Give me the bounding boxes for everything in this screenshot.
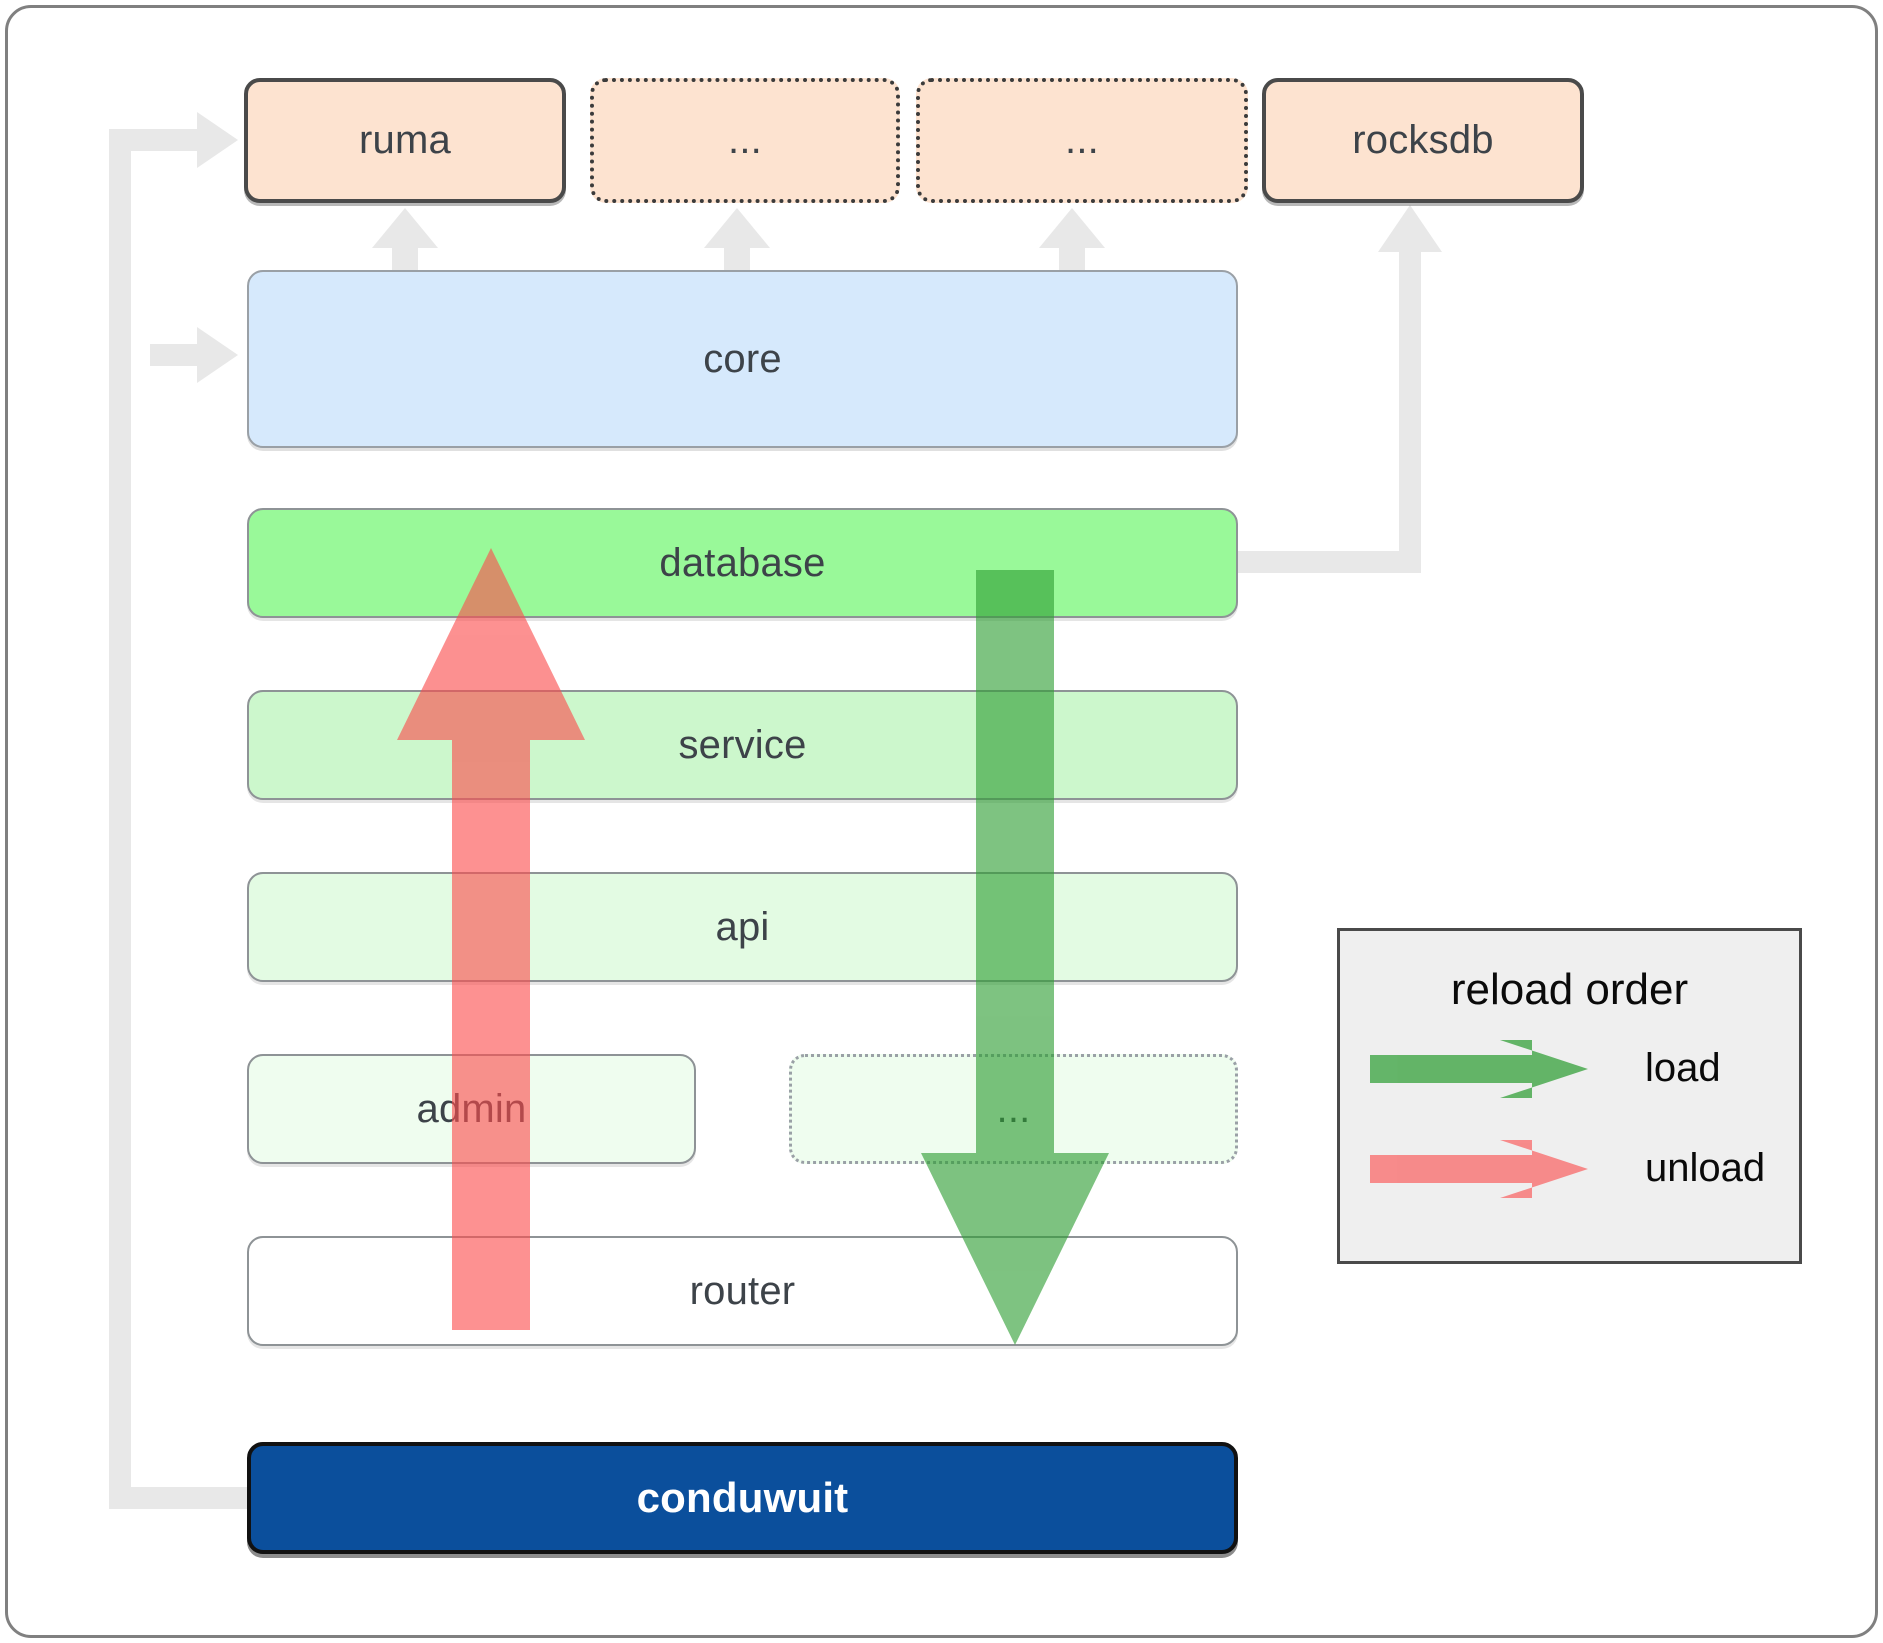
layer-box-api[interactable]: api bbox=[247, 872, 1238, 982]
dependency-label: ruma bbox=[359, 118, 451, 162]
legend-label-load: load bbox=[1645, 1046, 1721, 1090]
layer-label: api bbox=[715, 904, 770, 949]
core-box[interactable]: core bbox=[247, 270, 1238, 448]
binary-label: conduwuit bbox=[636, 1474, 849, 1521]
core-label: core bbox=[703, 336, 782, 381]
layer-label: ... bbox=[996, 1086, 1031, 1131]
layer-box-admin[interactable]: admin bbox=[247, 1054, 696, 1164]
dependency-box-rocksdb[interactable]: rocksdb bbox=[1262, 78, 1584, 203]
layer-label: database bbox=[659, 540, 826, 585]
dependency-box-dots-2[interactable]: ... bbox=[916, 78, 1248, 203]
dependency-label: rocksdb bbox=[1352, 118, 1494, 162]
diagram-frame bbox=[5, 5, 1878, 1638]
layer-box-database[interactable]: database bbox=[247, 508, 1238, 618]
layer-box-router[interactable]: router bbox=[247, 1236, 1238, 1346]
layer-box-service[interactable]: service bbox=[247, 690, 1238, 800]
layer-label: admin bbox=[416, 1086, 527, 1131]
legend-arrows bbox=[1370, 1040, 1588, 1198]
legend-label-unload: unload bbox=[1645, 1146, 1766, 1190]
layer-label: router bbox=[689, 1268, 796, 1313]
dependency-box-dots-1[interactable]: ... bbox=[590, 78, 900, 203]
layer-label: service bbox=[678, 722, 807, 767]
legend-unload-arrow bbox=[1370, 1140, 1588, 1198]
dependency-box-ruma[interactable]: ruma bbox=[244, 78, 566, 203]
legend-title: reload order bbox=[1450, 965, 1689, 1014]
legend-panel: reload order load unload bbox=[1337, 928, 1802, 1264]
dependency-label: ... bbox=[1065, 118, 1099, 162]
layer-box-dots-3[interactable]: ... bbox=[789, 1054, 1238, 1164]
legend-load-arrow bbox=[1370, 1040, 1588, 1098]
binary-box-conduwuit[interactable]: conduwuit bbox=[247, 1442, 1238, 1554]
dependency-label: ... bbox=[728, 118, 762, 162]
